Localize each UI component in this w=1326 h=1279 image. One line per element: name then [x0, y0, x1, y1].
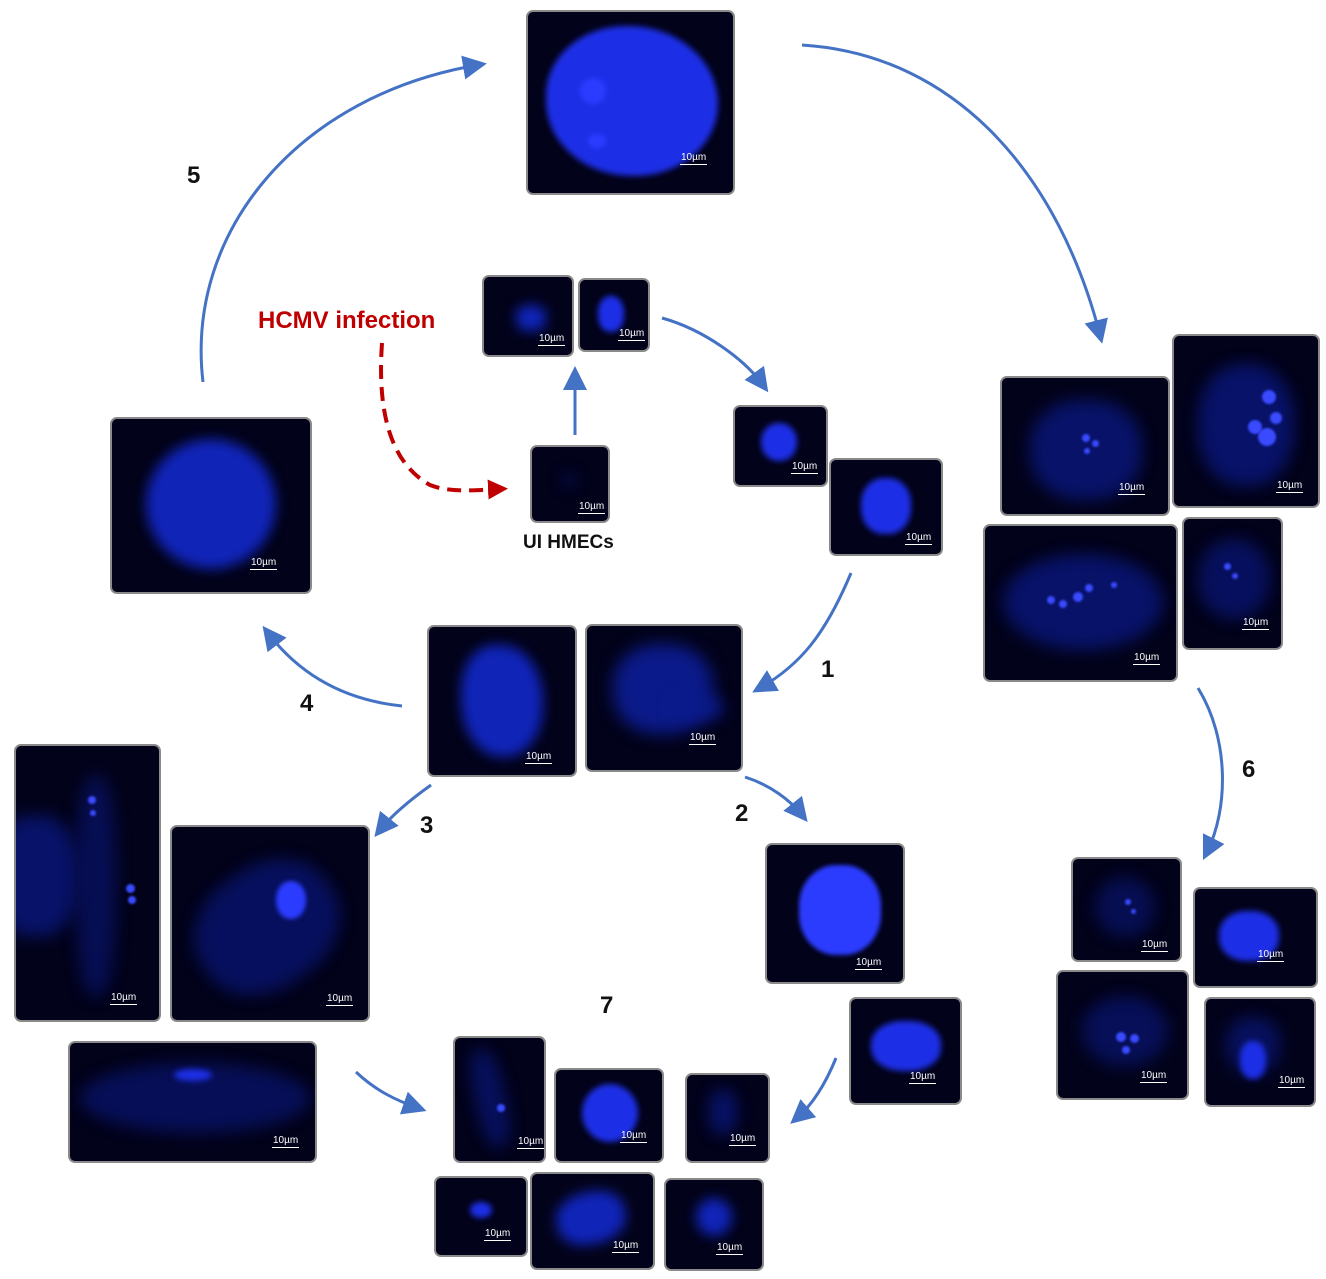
micrograph-step7-c: 10µm	[685, 1073, 770, 1163]
micrograph-right-b: 10µm	[1172, 334, 1320, 508]
micrograph-step2-a: 10µm	[765, 843, 905, 984]
arrow-right-to-6	[1196, 687, 1225, 861]
micrograph-step7-a: 10µm	[453, 1036, 546, 1163]
scale-bar: 10µm	[1278, 1075, 1306, 1088]
scale-bar: 10µm	[110, 992, 138, 1005]
scale-bar: 10µm	[716, 1242, 744, 1255]
arrow-step1	[752, 572, 853, 693]
scale-bar: 10µm	[1118, 482, 1146, 495]
micrograph-step7-b: 10µm	[554, 1068, 664, 1163]
hcmv-infection-label: HCMV infection	[258, 307, 436, 334]
infection-arrow	[379, 342, 508, 500]
scale-bar: 10µm	[1133, 652, 1161, 665]
step-3-label: 3	[420, 812, 434, 839]
arrow-top-to-right	[801, 43, 1108, 344]
micrograph-step2-b: 10µm	[849, 997, 962, 1105]
scale-bar: 10µm	[538, 333, 566, 346]
scale-bar: 10µm	[272, 1135, 300, 1148]
scale-bar: 10µm	[250, 557, 278, 570]
micrograph-right-a: 10µm	[1000, 376, 1170, 516]
step-7-label: 7	[600, 992, 614, 1019]
arrow-inner-right	[661, 316, 769, 393]
arrow-left-to-7	[354, 1070, 427, 1115]
scale-bar: 10µm	[680, 152, 708, 165]
micrograph-step6-a: 10µm	[1071, 857, 1182, 962]
step-5-label: 5	[187, 162, 201, 189]
scale-bar: 10µm	[517, 1136, 544, 1149]
scale-bar: 10µm	[612, 1240, 640, 1253]
micrograph-step6-c: 10µm	[1056, 970, 1189, 1100]
micrograph-right-c: 10µm	[983, 524, 1178, 682]
scale-bar: 10µm	[525, 751, 553, 764]
step-6-label: 6	[1242, 756, 1256, 783]
micrograph-center-right: 10µm	[585, 624, 743, 772]
arrow-step3	[374, 783, 432, 838]
micrograph-inner-b: 10µm	[578, 278, 650, 352]
micrograph-left-b: 10µm	[170, 825, 370, 1022]
micrograph-step6-b: 10µm	[1193, 887, 1318, 988]
scale-bar: 10µm	[729, 1133, 757, 1146]
micrograph-step7-d: 10µm	[434, 1176, 528, 1257]
step-1-label: 1	[821, 656, 835, 683]
micrograph-step7-e: 10µm	[530, 1172, 655, 1270]
scale-bar: 10µm	[578, 501, 606, 514]
scale-bar: 10µm	[1140, 1070, 1168, 1083]
micrograph-left-c: 10µm	[68, 1041, 317, 1163]
scale-bar: 10µm	[791, 461, 819, 474]
scale-bar: 10µm	[620, 1130, 648, 1143]
micrograph-step7-f: 10µm	[664, 1178, 764, 1271]
arrow-step2	[744, 775, 808, 823]
scale-bar: 10µm	[905, 532, 933, 545]
scale-bar: 10µm	[689, 732, 717, 745]
micrograph-inner-a: 10µm	[482, 275, 574, 357]
micrograph-center-left: 10µm	[427, 625, 577, 777]
scale-bar: 10µm	[1276, 480, 1304, 493]
micrograph-step6-d: 10µm	[1204, 997, 1316, 1107]
scale-bar: 10µm	[855, 957, 883, 970]
scale-bar: 10µm	[1257, 949, 1285, 962]
micrograph-left-a: 10µm	[14, 744, 161, 1022]
micrograph-ui-hmecs: 10µm	[530, 445, 610, 523]
micrograph-inner-c: 10µm	[733, 405, 828, 487]
ui-hmecs-label: UI HMECs	[523, 532, 614, 553]
scale-bar: 10µm	[1141, 939, 1169, 952]
scale-bar: 10µm	[618, 328, 646, 341]
scale-bar: 10µm	[1242, 617, 1270, 630]
scale-bar: 10µm	[484, 1228, 512, 1241]
micrograph-step5-cell: 10µm	[110, 417, 312, 594]
arrow-step4	[262, 625, 403, 708]
micrograph-top-giant-cell: 10µm	[526, 10, 735, 195]
scale-bar: 10µm	[909, 1071, 937, 1084]
step-4-label: 4	[300, 690, 314, 717]
micrograph-right-d: 10µm	[1182, 517, 1283, 650]
micrograph-inner-d: 10µm	[829, 458, 943, 556]
step-2-label: 2	[735, 800, 749, 827]
arrow-right-to-7	[790, 1057, 838, 1124]
arrow-5-to-top	[199, 55, 487, 383]
scale-bar: 10µm	[326, 993, 354, 1006]
